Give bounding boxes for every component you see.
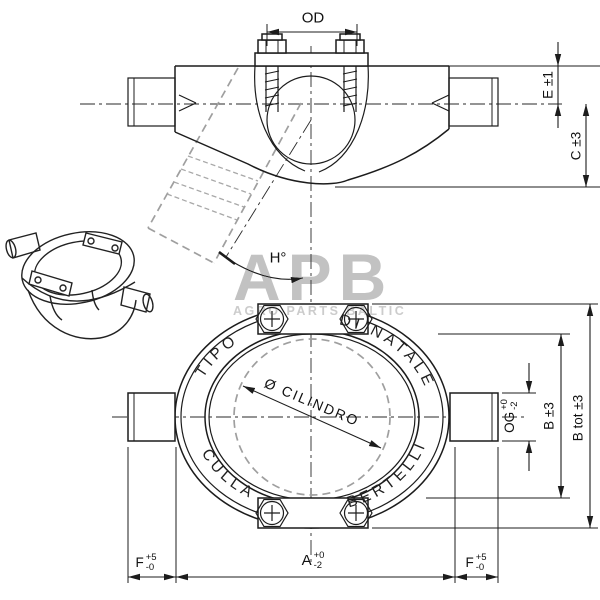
- f-left-label: F +5 -0: [135, 553, 156, 573]
- f-right-label-text: F: [465, 555, 474, 571]
- bolt-top-left: [255, 304, 289, 334]
- dim-og: [502, 363, 536, 471]
- f-left-tolerance: +5 -0: [145, 552, 157, 573]
- e-label: E ±1: [540, 71, 556, 99]
- dim-a-f: [127, 447, 499, 583]
- plan-view: TIPO DI NATALE CULLA BERTELLI: [127, 303, 598, 583]
- svg-text:BERTELLI: BERTELLI: [345, 438, 430, 511]
- bore-circle: [266, 75, 356, 165]
- ring-label-bertelli: BERTELLI: [345, 438, 426, 511]
- og-label-text: OG: [502, 411, 518, 433]
- bolt-bottom-left: [255, 498, 289, 528]
- svg-text:CULLA: CULLA: [198, 446, 258, 503]
- bolt-top-right: [339, 304, 373, 334]
- bolts: [255, 304, 373, 528]
- ring-label-tipo: TIPO: [192, 331, 237, 381]
- front-left-pin: [127, 77, 176, 127]
- saddle-right: [318, 65, 369, 173]
- svg-text:TIPO: TIPO: [192, 331, 241, 381]
- og-label: OG +0 -2: [499, 399, 520, 433]
- right-weld-chevron: [431, 94, 450, 112]
- dim-e: [449, 42, 600, 128]
- tilt-axis: [218, 119, 312, 284]
- ring-label-culla: CULLA: [198, 446, 254, 503]
- dim-od: [266, 24, 358, 46]
- btot-label: B tot ±3: [570, 394, 586, 442]
- og-tolerance: +0 -2: [499, 399, 520, 410]
- dim-c: [335, 104, 600, 188]
- front-right-pin: [448, 77, 499, 127]
- plan-right-pin: [449, 392, 499, 442]
- bolt-bottom-right: [339, 498, 373, 528]
- front-view: [127, 24, 600, 284]
- left-weld-chevron: [178, 94, 197, 112]
- plan-left-pin: [127, 392, 176, 442]
- dim-btot: [372, 303, 598, 529]
- a-tolerance: +0 -2: [313, 550, 325, 571]
- cylinder-diameter-arrow: [242, 385, 382, 449]
- cylinder-ghost-circle: [233, 338, 391, 496]
- b-label: B ±3: [541, 402, 557, 430]
- f-right-tolerance: +5 -0: [475, 552, 487, 573]
- saddle-left: [254, 65, 306, 172]
- f-left-label-text: F: [135, 555, 144, 571]
- od-label: OD: [301, 9, 325, 27]
- a-label-text: A: [301, 552, 312, 570]
- isometric-view: [5, 231, 154, 340]
- a-label: A +0 -2: [302, 551, 325, 571]
- h-angle-label: H°: [269, 249, 287, 267]
- c-label: C ±3: [568, 131, 584, 161]
- ghost-cylinder: [147, 67, 302, 264]
- h-angle-arc: [232, 261, 304, 284]
- body-bottom-edge: [174, 128, 450, 185]
- f-right-label: F +5 -0: [465, 553, 486, 573]
